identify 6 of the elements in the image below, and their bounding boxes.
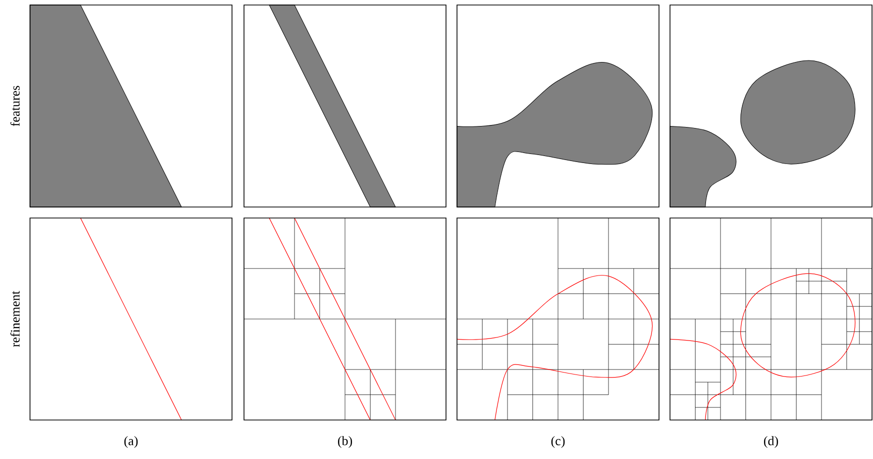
panel-label: (d) (764, 436, 778, 448)
row-label: refinement (10, 290, 20, 347)
panel-label: (b) (338, 436, 352, 448)
panel-label: (a) (124, 436, 138, 448)
row-label: features (10, 86, 20, 126)
panel-label: (c) (551, 436, 565, 448)
